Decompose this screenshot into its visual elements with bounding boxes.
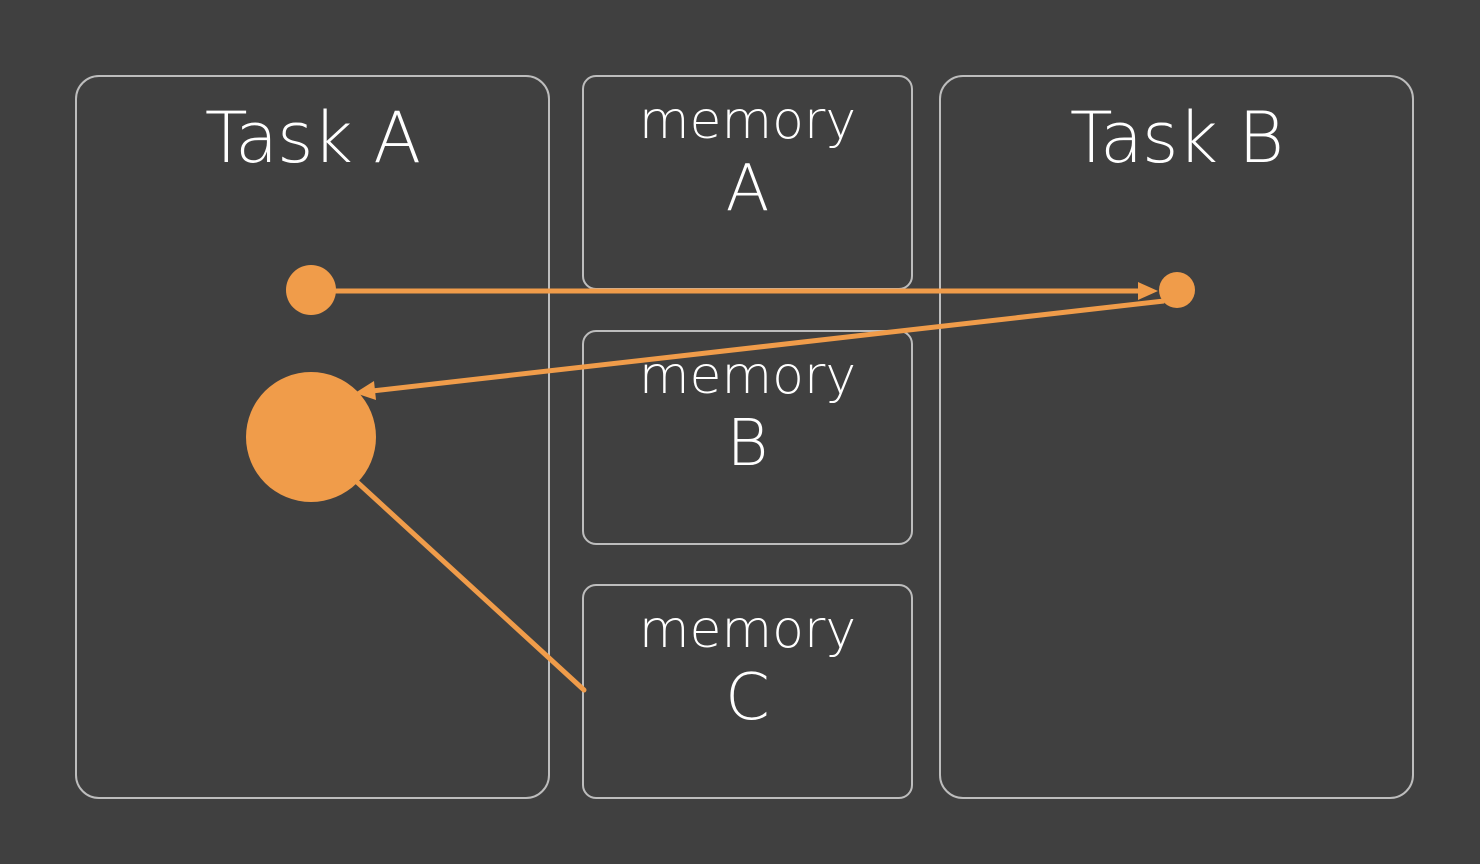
task-b-title: Task B [1069, 97, 1284, 179]
task-a-box: Task A [75, 75, 550, 799]
memory-b-word: memory [638, 346, 857, 406]
memory-b-letter: B [726, 407, 769, 481]
memory-a-letter: A [725, 152, 770, 226]
memory-c-label: memory C [584, 604, 911, 730]
memory-c-letter: C [725, 661, 770, 735]
memory-b-label: memory B [584, 350, 911, 476]
task-a-title: Task A [204, 97, 421, 179]
memory-c-box: memory C [582, 584, 913, 799]
memory-a-word: memory [638, 91, 857, 151]
memory-a-label: memory A [584, 95, 911, 221]
memory-a-box: memory A [582, 75, 913, 290]
task-b-box: Task B [939, 75, 1414, 799]
memory-c-word: memory [638, 600, 857, 660]
memory-b-box: memory B [582, 330, 913, 545]
